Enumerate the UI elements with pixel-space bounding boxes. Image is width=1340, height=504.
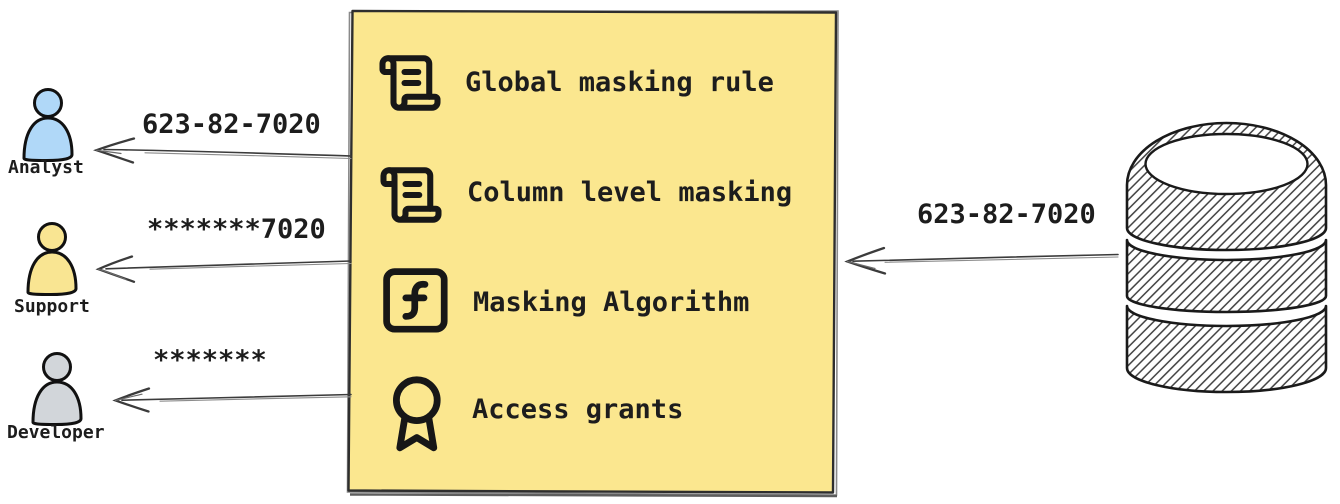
arrow-db-to-box — [844, 246, 1119, 275]
arrow-to-developer — [112, 387, 352, 413]
actor-label-developer: Developer — [7, 422, 105, 443]
masked-value-analyst: 623-82-7020 — [142, 109, 321, 140]
actor-label-support: Support — [14, 296, 90, 317]
arrow-to-analyst — [93, 137, 352, 164]
person-icon-developer — [31, 352, 83, 426]
person-icon-support — [26, 222, 78, 296]
arrow-to-support — [95, 255, 352, 283]
person-icon-analyst — [22, 88, 74, 162]
scroll-text-icon — [379, 55, 441, 111]
masked-value-developer: ******* — [153, 345, 267, 376]
masked-value-support: *******7020 — [147, 214, 326, 245]
database-value-label: 623-82-7020 — [917, 199, 1096, 230]
masking-box — [346, 9, 839, 498]
award-icon — [393, 376, 441, 452]
function-square-icon — [383, 268, 448, 333]
scroll-text-icon — [380, 167, 442, 223]
masking-box-item-global-rule: Global masking rule — [465, 67, 774, 98]
masking-box-item-column-masking: Column level masking — [467, 177, 793, 208]
actor-label-analyst: Analyst — [8, 157, 84, 178]
masking-box-item-access-grants: Access grants — [472, 394, 684, 425]
masking-box-item-algorithm: Masking Algorithm — [473, 287, 750, 318]
database-icon — [1125, 121, 1328, 394]
